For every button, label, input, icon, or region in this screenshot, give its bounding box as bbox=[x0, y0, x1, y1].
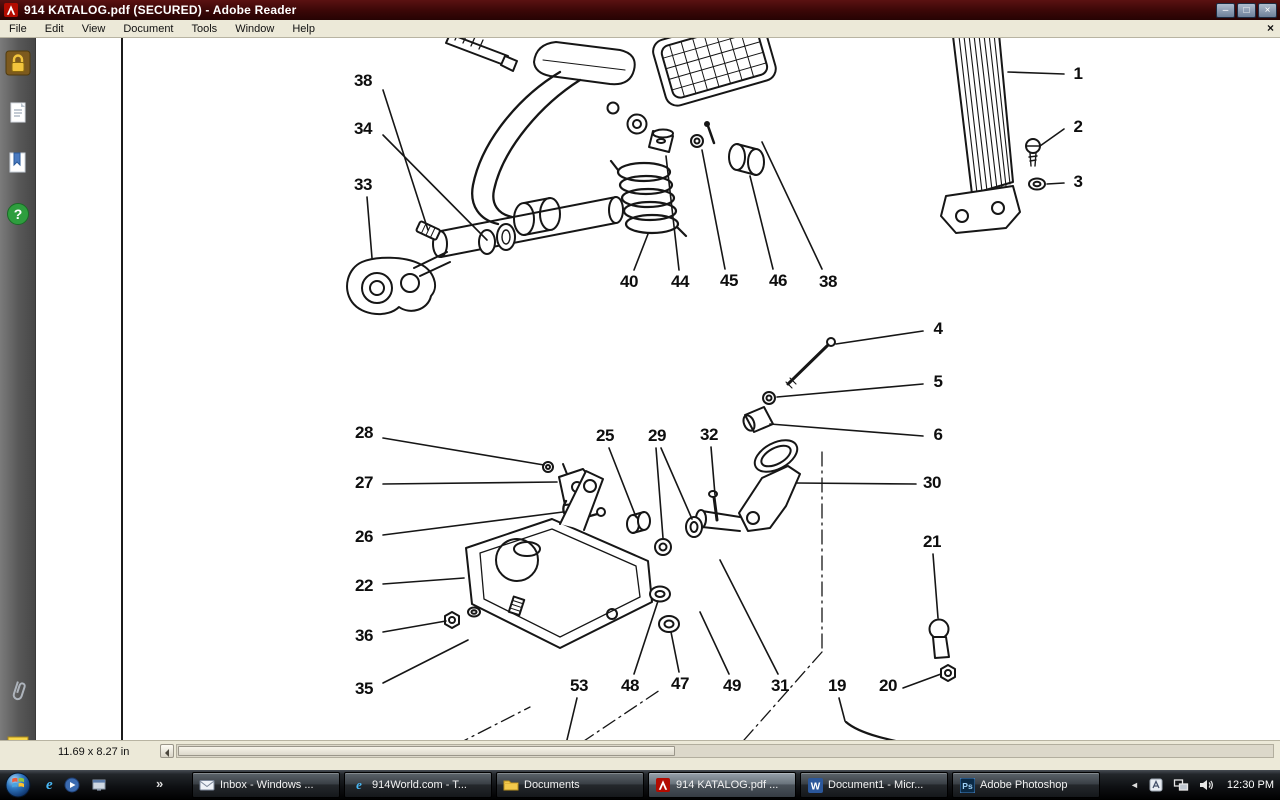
media-player-icon[interactable] bbox=[64, 777, 80, 793]
taskbar-button-914world[interactable]: e 914World.com - T... bbox=[344, 772, 492, 798]
taskbar-button-label: Documents bbox=[524, 779, 580, 791]
close-document-icon[interactable]: × bbox=[1266, 21, 1274, 35]
taskbar-button-label: 914 KATALOG.pdf ... bbox=[676, 779, 779, 791]
menu-window[interactable]: Window bbox=[235, 22, 275, 35]
taskbar-button-914katalog-active[interactable]: 914 KATALOG.pdf ... bbox=[648, 772, 796, 798]
language-indicator-icon[interactable] bbox=[1148, 777, 1164, 793]
quick-launch-bar: e bbox=[46, 773, 107, 797]
window-title: 914 KATALOG.pdf (SECURED) - Adobe Reader bbox=[24, 3, 297, 17]
nav-sidebar: ? bbox=[0, 38, 36, 756]
clock[interactable]: 12:30 PM bbox=[1226, 779, 1274, 791]
status-bar: 11.69 x 8.27 in bbox=[0, 740, 1280, 770]
pages-panel-icon[interactable] bbox=[5, 100, 31, 126]
quick-launch-overflow-chevron[interactable]: » bbox=[156, 776, 164, 791]
folder-icon bbox=[503, 777, 519, 793]
horizontal-scrollbar[interactable] bbox=[176, 744, 1274, 758]
menu-document[interactable]: Document bbox=[123, 22, 174, 35]
document-canvas[interactable] bbox=[36, 38, 1280, 740]
taskbar-button-label: Document1 - Micr... bbox=[828, 779, 924, 791]
internet-explorer-icon[interactable]: e bbox=[46, 776, 53, 793]
photoshop-icon: Ps bbox=[959, 777, 975, 793]
help-icon[interactable]: ? bbox=[5, 201, 31, 227]
taskbar: e » Inbox - Windows ... e 914World.com -… bbox=[0, 770, 1280, 800]
attachments-paperclip-icon[interactable] bbox=[5, 678, 31, 704]
menu-help[interactable]: Help bbox=[292, 22, 315, 35]
mail-icon bbox=[199, 777, 215, 793]
volume-icon[interactable] bbox=[1198, 777, 1214, 793]
page-size-label: 11.69 x 8.27 in bbox=[58, 746, 130, 758]
taskbar-button-label: Adobe Photoshop bbox=[980, 779, 1068, 791]
task-buttons: Inbox - Windows ... e 914World.com - T..… bbox=[192, 772, 1100, 798]
minimize-button[interactable]: – bbox=[1216, 2, 1235, 18]
menu-tools[interactable]: Tools bbox=[191, 22, 218, 35]
menu-bar: File Edit View Document Tools Window Hel… bbox=[0, 20, 1280, 38]
taskbar-button-inbox[interactable]: Inbox - Windows ... bbox=[192, 772, 340, 798]
word-icon: W bbox=[807, 777, 823, 793]
svg-text:W: W bbox=[810, 781, 820, 792]
close-button[interactable]: × bbox=[1258, 2, 1277, 18]
internet-explorer-icon: e bbox=[356, 777, 362, 792]
taskbar-button-document1[interactable]: W Document1 - Micr... bbox=[800, 772, 948, 798]
menu-edit[interactable]: Edit bbox=[44, 22, 64, 35]
scroll-left-arrow[interactable] bbox=[160, 744, 174, 758]
scrollbar-thumb[interactable] bbox=[178, 746, 675, 756]
svg-text:Ps: Ps bbox=[962, 781, 973, 791]
taskbar-button-documents[interactable]: Documents bbox=[496, 772, 644, 798]
bookmarks-panel-icon[interactable] bbox=[5, 150, 31, 176]
svg-text:?: ? bbox=[14, 206, 23, 222]
system-tray: ◄ 12:30 PM bbox=[1130, 770, 1274, 800]
windows-flag-icon bbox=[12, 777, 24, 788]
maximize-button[interactable]: □ bbox=[1237, 2, 1256, 18]
network-icon[interactable] bbox=[1173, 777, 1189, 793]
menu-view[interactable]: View bbox=[81, 22, 106, 35]
adobe-pdf-icon bbox=[655, 777, 671, 793]
taskbar-button-photoshop[interactable]: Ps Adobe Photoshop bbox=[952, 772, 1100, 798]
start-button[interactable] bbox=[5, 772, 31, 798]
taskbar-button-label: Inbox - Windows ... bbox=[220, 779, 314, 791]
page-edge bbox=[121, 38, 123, 740]
menu-file[interactable]: File bbox=[9, 22, 27, 35]
show-desktop-icon[interactable] bbox=[91, 777, 107, 793]
adobe-reader-icon bbox=[4, 3, 18, 17]
tray-expand-chevron[interactable]: ◄ bbox=[1129, 780, 1139, 790]
taskbar-button-label: 914World.com - T... bbox=[372, 779, 467, 791]
lock-icon[interactable] bbox=[5, 50, 31, 76]
title-bar: 914 KATALOG.pdf (SECURED) - Adobe Reader… bbox=[0, 0, 1280, 20]
